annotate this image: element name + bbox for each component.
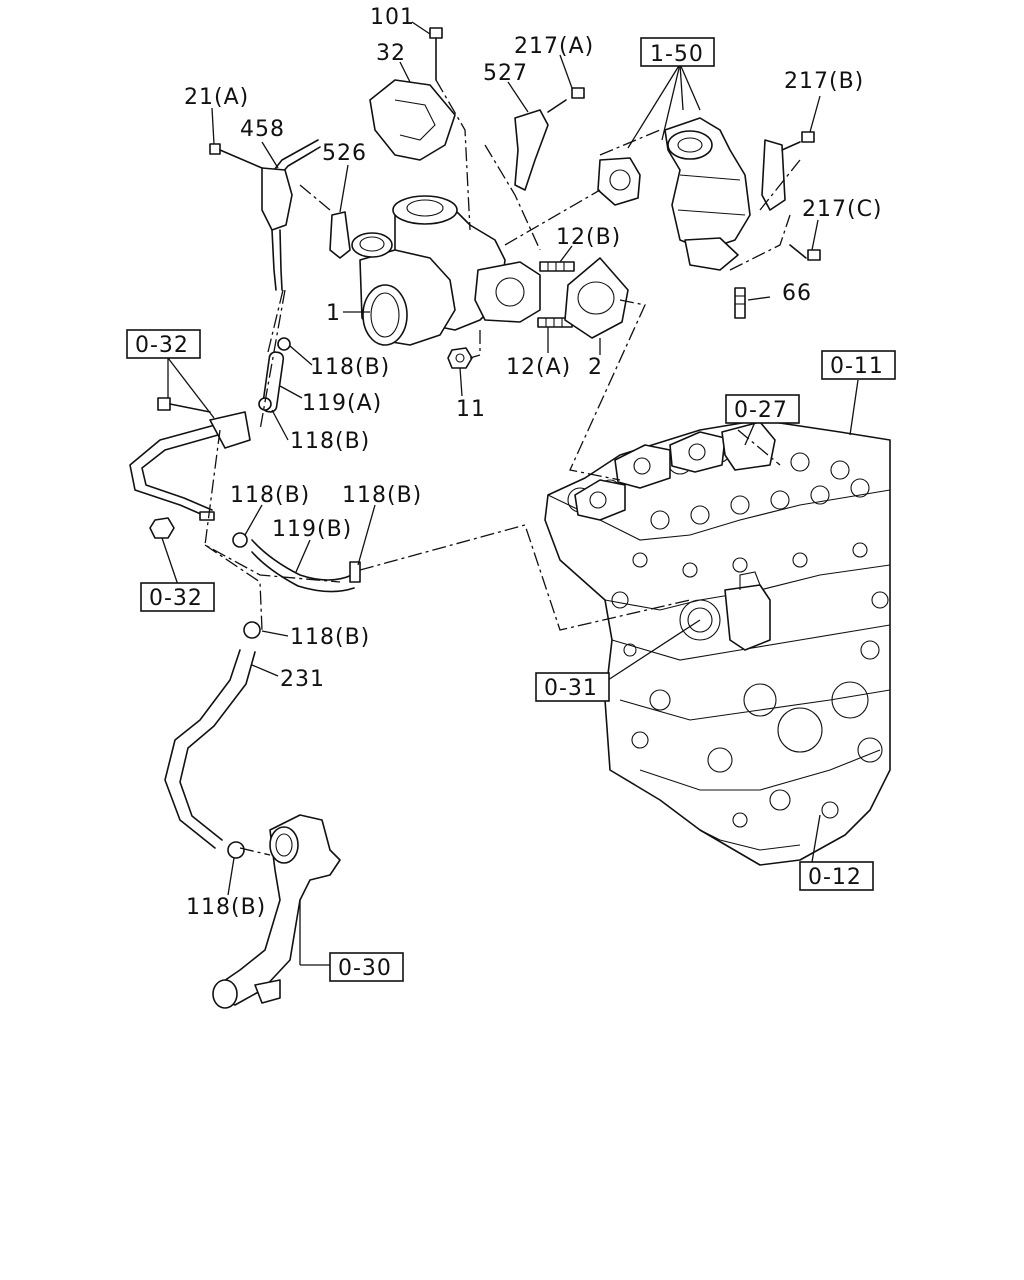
- clamp-118b-hose-right-icon: [349, 561, 361, 583]
- bolt-21a-icon: [209, 143, 263, 169]
- connection-lines: [204, 79, 801, 856]
- label-0-31: 0-31: [544, 676, 598, 701]
- label-0-27: 0-27: [734, 398, 788, 423]
- label-118b-5: 118(B): [290, 625, 370, 650]
- ref-box-0-31: [535, 672, 610, 702]
- nut-0-32-icon: [149, 517, 175, 539]
- oil-feed-pipe-458: [261, 139, 321, 291]
- gasket-526: [329, 211, 351, 259]
- label-118b-4: 118(B): [342, 483, 422, 508]
- label-217a: 217(A): [514, 34, 594, 59]
- label-118b-1: 118(B): [310, 355, 390, 380]
- clamp-118b-231-top-icon: [243, 621, 261, 639]
- label-21a: 21(A): [184, 85, 249, 110]
- label-118b-6: 118(B): [186, 895, 266, 920]
- bolt-217a-icon: [547, 87, 585, 113]
- water-hose-119b: [251, 539, 355, 593]
- label-32: 32: [376, 41, 406, 66]
- label-526: 526: [322, 141, 367, 166]
- part-labels: 101 32 217(A) 527 1-50 217(B) 21(A) 458 …: [135, 5, 884, 981]
- label-1-50: 1-50: [650, 42, 704, 67]
- label-2: 2: [588, 355, 603, 380]
- clamp-118b-lower-icon: [258, 397, 272, 411]
- clamp-118b-hose-left-icon: [232, 532, 248, 548]
- water-pipe-0-32: [129, 411, 251, 521]
- gasket-2: [564, 257, 629, 339]
- turbocharger: [351, 195, 541, 346]
- stud-12b-icon: [539, 261, 575, 272]
- label-119a: 119(A): [302, 391, 382, 416]
- ref-box-1-50: [640, 37, 715, 67]
- bracket-527: [514, 109, 549, 191]
- ref-box-0-27: [725, 394, 800, 424]
- label-119b: 119(B): [272, 517, 352, 542]
- label-0-32-bottom: 0-32: [149, 586, 203, 611]
- ref-box-0-32-top: [126, 329, 201, 359]
- oil-return-hose-119a: [261, 351, 285, 413]
- outlet-gasket: [597, 157, 641, 206]
- label-527: 527: [483, 61, 528, 86]
- ref-box-0-30: [329, 952, 404, 982]
- label-0-12: 0-12: [808, 865, 862, 890]
- stud-66-icon: [734, 287, 746, 319]
- clamp-118b-upper-icon: [277, 337, 291, 351]
- label-217c: 217(C): [802, 197, 883, 222]
- clamp-118b-231-bottom-icon: [227, 841, 245, 859]
- ref-box-0-12: [799, 861, 874, 891]
- label-118b-3: 118(B): [230, 483, 310, 508]
- heat-shield-32: [369, 79, 456, 161]
- nut-11-icon: [447, 347, 473, 369]
- bolt-0-32-icon: [157, 397, 211, 413]
- label-458: 458: [240, 117, 285, 142]
- label-0-32-top: 0-32: [135, 333, 189, 358]
- bolt-217b-icon: [781, 131, 815, 151]
- label-231: 231: [280, 667, 325, 692]
- label-11: 11: [456, 397, 486, 422]
- label-66: 66: [782, 281, 812, 306]
- label-0-30: 0-30: [338, 956, 392, 981]
- label-118b-2: 118(B): [290, 429, 370, 454]
- catalytic-converter-1-50: [664, 117, 786, 271]
- bolt-217c-icon: [789, 244, 821, 261]
- label-101: 101: [370, 5, 415, 30]
- engine-block: [544, 419, 891, 866]
- ref-box-0-32-bottom: [140, 582, 215, 612]
- label-0-11: 0-11: [830, 354, 884, 379]
- label-1: 1: [326, 301, 341, 326]
- bolt-101-icon: [429, 27, 443, 81]
- label-217b: 217(B): [784, 69, 864, 94]
- label-12b: 12(B): [556, 225, 621, 250]
- label-12a: 12(A): [506, 355, 571, 380]
- water-hose-231: [164, 649, 256, 849]
- water-pipe-0-30: [212, 814, 341, 1009]
- leader-lines: [161, 21, 859, 966]
- ref-box-0-11: [821, 350, 896, 380]
